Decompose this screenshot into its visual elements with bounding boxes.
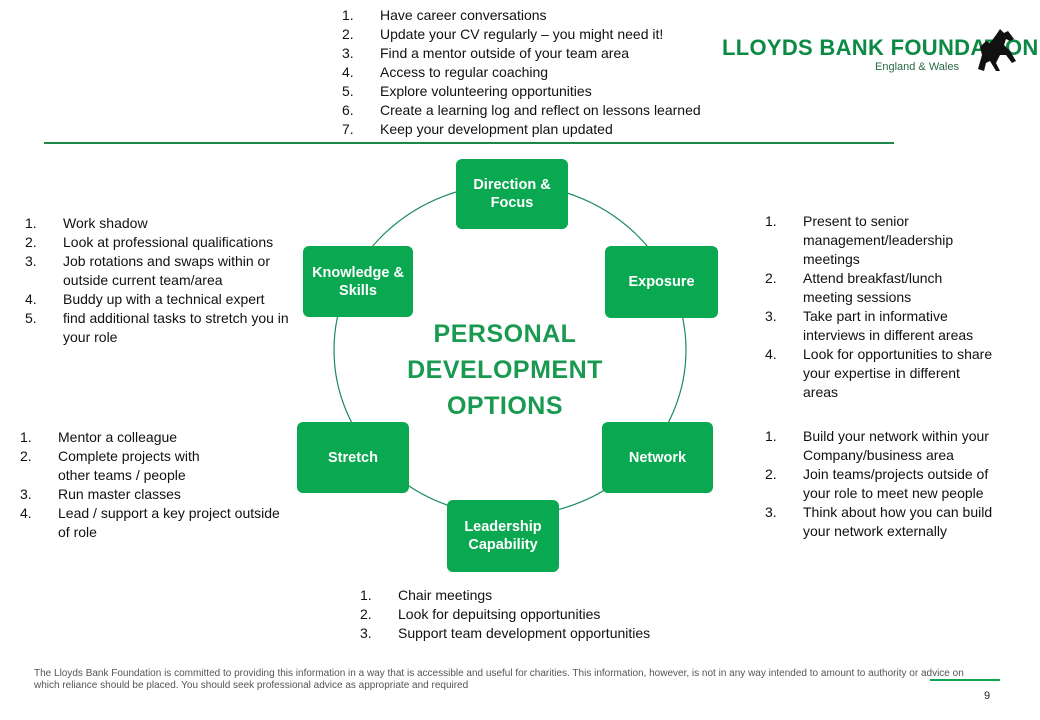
list-item: 2.Look for depuitsing opportunities [360,606,601,622]
node-leadership-capability: Leadership Capability [447,500,559,572]
node-knowledge-skills: Knowledge & Skills [303,246,413,317]
list-stretch: 1.Mentor a colleague 2.Complete projects… [20,428,280,542]
list-item: 7.Keep your development plan updated [342,121,613,137]
footer-disclaimer: The Lloyds Bank Foundation is committed … [34,668,964,691]
list-item: 5.Explore volunteering opportunities [342,83,592,99]
list-item: 4.Lead / support a key project outside o… [20,505,280,540]
node-network: Network [602,422,713,493]
list-item: 3.Job rotations and swaps within or outs… [25,253,270,288]
list-item: 1.Build your network within your Company… [765,428,989,463]
logo-sub-text: England & Wales [875,61,959,73]
list-item: 2.Complete projects with other teams / p… [20,448,200,483]
list-item: 1.Work shadow [25,215,148,231]
list-item: 2.Attend breakfast/lunch meeting session… [765,270,943,305]
list-top: 1.Have career conversations 2.Update you… [342,6,762,139]
black-horse-icon [978,29,1016,71]
list-item: 6.Create a learning log and reflect on l… [342,102,701,118]
center-title: PERSONAL DEVELOPMENT OPTIONS [407,320,603,420]
list-item: 3.Find a mentor outside of your team are… [342,45,630,61]
list-item: 4.Access to regular coaching [342,64,549,80]
list-item: 2.Join teams/projects outside of your ro… [765,466,989,501]
page-number: 9 [984,690,991,702]
list-item: 3.Run master classes [20,486,181,502]
page-number-rule [930,679,1000,681]
node-exposure: Exposure [605,246,718,318]
list-item: 1.Present to senior management/leadershi… [765,213,954,267]
list-item: 3.Take part in informative interviews in… [765,308,974,343]
list-leadership: 1.Chair meetings 2.Look for depuitsing o… [360,586,740,643]
list-item: 4.Buddy up with a technical expert [25,291,265,307]
list-item: 2.Update your CV regularly – you might n… [342,26,664,42]
list-item: 1.Mentor a colleague [20,429,178,445]
list-knowledge-skills: 1.Work shadow 2.Look at professional qua… [25,214,290,347]
list-item: 3.Support team development opportunities [360,625,651,641]
lloyds-bank-foundation-logo: LLOYDS BANK FOUNDATION England & Wales [722,23,1038,77]
list-item: 3.Think about how you can build your net… [765,504,993,539]
list-network: 1.Build your network within your Company… [765,427,1020,541]
list-exposure: 1.Present to senior management/leadershi… [765,212,995,402]
node-stretch: Stretch [297,422,409,493]
list-item: 1.Have career conversations [342,7,547,23]
list-item: 4.Look for opportunities to share your e… [765,346,993,400]
header-divider [44,142,894,144]
list-item: 5.find additional tasks to stretch you i… [25,310,289,345]
node-direction-focus: Direction & Focus [456,159,568,229]
list-item: 1.Chair meetings [360,587,493,603]
list-item: 2.Look at professional qualifications [25,234,274,250]
